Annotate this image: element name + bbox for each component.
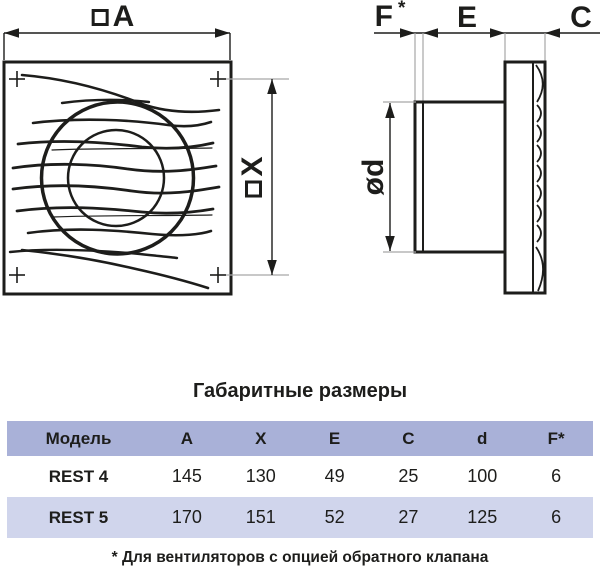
header-cell-f: F* [547,428,565,448]
dim-label-d: ød [357,158,390,196]
corner-screw-marks [9,71,226,283]
dim-letter-e: E [456,1,478,34]
header-cell-c: C [402,428,415,448]
dim-letter-x: X [236,156,269,177]
header-cell-e: E [328,428,341,448]
header-cell-x: X [255,428,267,448]
header-cell-model: Модель [45,428,112,448]
cell-a: 145 [171,466,202,486]
dim-label-a: A [91,0,135,33]
dim-label-f: F* [374,0,406,33]
dim-letter-a: A [112,0,135,33]
header-cell-d: d [477,428,488,448]
dim-label-e: E [457,3,477,33]
cell-d: 100 [467,466,498,486]
cell-f: 6 [551,507,562,527]
cell-e: 52 [324,507,345,527]
cell-x: 151 [245,507,276,527]
table-row-rest4: REST 4 145 130 49 25 100 6 [7,456,593,497]
dim-label-c: C [570,3,592,33]
cell-f: 6 [551,466,562,486]
cell-x: 130 [245,466,276,486]
table-footnote: * Для вентиляторов с опцией обратного кл… [111,549,489,566]
side-view [374,28,600,295]
cell-e: 49 [324,466,345,486]
cell-a: 170 [171,507,202,527]
front-view [2,28,289,296]
dim-letter-d: ød [357,158,390,196]
square-symbol-icon [244,180,262,198]
asterisk-mark: * [397,0,406,19]
table-row-rest5: REST 5 170 151 52 27 125 6 [7,497,593,538]
dim-letter-c: C [570,1,592,34]
cell-d: 125 [467,507,498,527]
header-cell-a: A [180,428,194,448]
table-header-row: Модель A X E C d F* [7,421,593,456]
dimensions-table: Модель A X E C d F* REST 4 145 130 49 25… [7,421,593,538]
cell-c: 25 [398,466,419,486]
technical-drawing [2,28,600,296]
cell-model: REST 5 [48,507,109,527]
cell-c: 27 [398,507,419,527]
table-title: Габаритные размеры [192,380,408,402]
dim-label-x: X [236,156,269,198]
dim-letter-f: F [374,0,393,33]
cell-model: REST 4 [48,466,109,486]
square-symbol-icon [91,8,109,26]
